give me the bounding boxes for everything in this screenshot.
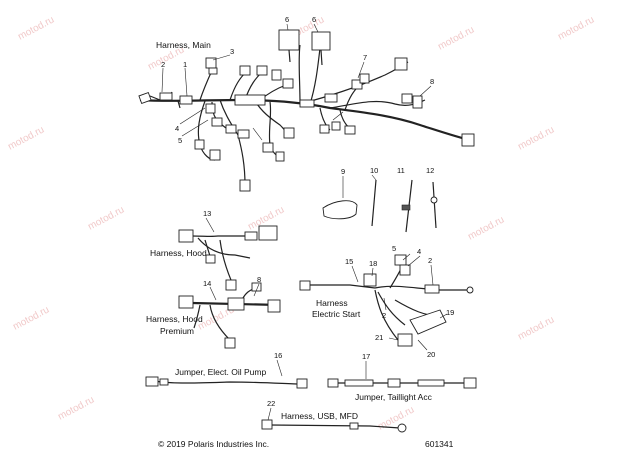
label-jumper-oil-pump: Jumper, Elect. Oil Pump (175, 367, 266, 377)
callout-14: 14 (203, 279, 211, 288)
label-harness-main: Harness, Main (156, 40, 211, 50)
watermark-layer: motod.ru motod.ru motod.ru motod.ru moto… (6, 14, 596, 432)
callout-5: 5 (392, 244, 396, 253)
diagram-id: 601341 (425, 439, 454, 449)
label-harness-electric-start-line1: Harness (316, 298, 348, 308)
callout-2: 2 (428, 256, 432, 265)
hood-premium-harness (178, 282, 281, 349)
callout-13: 13 (203, 209, 211, 218)
watermark: motod.ru (56, 394, 96, 422)
watermark: motod.ru (516, 124, 556, 152)
main-harness (138, 23, 475, 192)
watermark: motod.ru (376, 404, 416, 432)
label-harness-hood-premium-line2: Premium (160, 326, 194, 336)
callout-16: 16 (274, 351, 282, 360)
label-harness-hood-premium-line1: Harness, Hood (146, 314, 203, 324)
callout-2: 2 (382, 311, 386, 320)
callout-11: 11 (397, 166, 405, 175)
copyright-text: © 2019 Polaris Industries Inc. (158, 439, 269, 449)
callout-8: 8 (430, 77, 434, 86)
usb-harness (261, 407, 407, 433)
callout-21: 21 (375, 333, 383, 342)
watermark: motod.ru (11, 304, 51, 332)
callout-18: 18 (369, 259, 377, 268)
watermark: motod.ru (556, 14, 596, 42)
jumper-oil-pump (145, 359, 308, 389)
callout-6: 6 (312, 15, 316, 24)
label-harness-usb: Harness, USB, MFD (281, 411, 358, 421)
callout-2: 2 (161, 60, 165, 69)
callout-15: 15 (345, 257, 353, 266)
callout-8: 8 (257, 275, 261, 284)
electric-start-harness (299, 253, 474, 351)
callout-1: 1 (183, 60, 187, 69)
hood-harness (178, 217, 278, 291)
callout-5: 5 (178, 136, 182, 145)
watermark: motod.ru (16, 14, 56, 42)
label-harness-electric-start-line2: Electric Start (312, 309, 361, 319)
label-jumper-taillight: Jumper, Taillight Acc (355, 392, 433, 402)
callout-3: 3 (230, 47, 234, 56)
jumper-taillight (327, 361, 477, 389)
callout-9: 9 (341, 167, 345, 176)
callout-4: 4 (175, 124, 179, 133)
callout-7: 7 (363, 53, 367, 62)
callout-10: 10 (370, 166, 378, 175)
watermark: motod.ru (516, 314, 556, 342)
callout-6: 6 (285, 15, 289, 24)
small-parts (322, 174, 438, 233)
watermark: motod.ru (436, 24, 476, 52)
watermark: motod.ru (6, 124, 46, 152)
watermark: motod.ru (466, 214, 506, 242)
callout-22: 22 (267, 399, 275, 408)
callout-19: 19 (446, 308, 454, 317)
watermark: motod.ru (86, 204, 126, 232)
callout-17: 17 (362, 352, 370, 361)
label-harness-hood: Harness, Hood (150, 248, 207, 258)
callout-4: 4 (417, 247, 421, 256)
callout-12: 12 (426, 166, 434, 175)
callout-20: 20 (427, 350, 435, 359)
